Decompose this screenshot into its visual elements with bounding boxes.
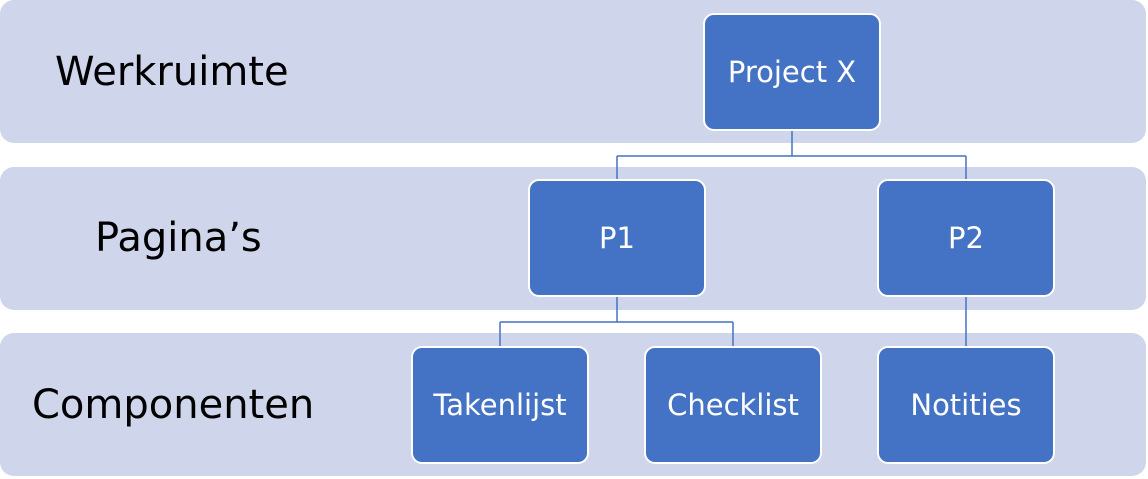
level-band-werkruimte	[0, 0, 1146, 143]
node-takenlijst-label: Takenlijst	[433, 388, 567, 422]
node-project-x: Project X	[703, 13, 881, 131]
level-label-componenten: Componenten	[32, 382, 315, 428]
node-p2: P2	[877, 179, 1055, 297]
node-notities-label: Notities	[910, 388, 1022, 422]
node-notities: Notities	[877, 346, 1055, 464]
node-takenlijst: Takenlijst	[411, 346, 589, 464]
level-label-werkruimte: Werkruimte	[55, 49, 289, 95]
node-p1-label: P1	[599, 221, 635, 255]
node-project-x-label: Project X	[727, 55, 857, 89]
node-p1: P1	[528, 179, 706, 297]
node-checklist: Checklist	[644, 346, 822, 464]
node-p2-label: P2	[948, 221, 984, 255]
node-checklist-label: Checklist	[667, 388, 799, 422]
level-label-paginas: Pagina’s	[95, 215, 262, 261]
